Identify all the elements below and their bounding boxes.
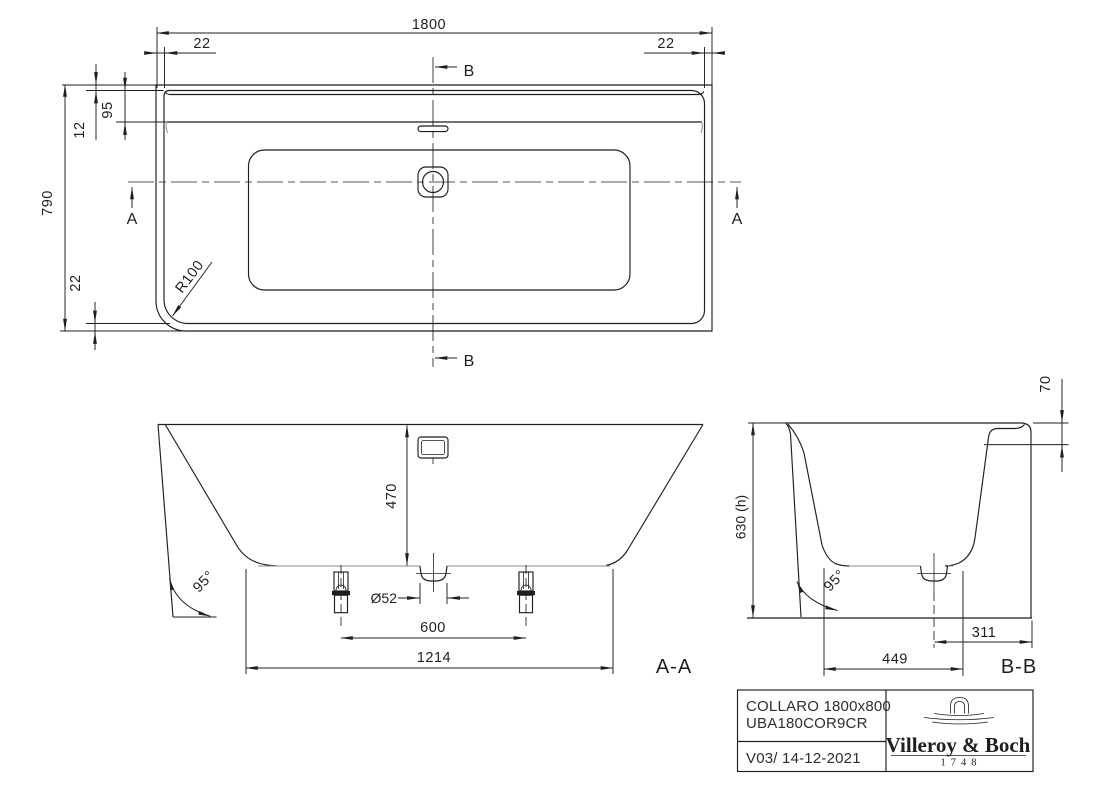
bb-right-wall: [944, 424, 1025, 567]
bb-angle-arc: [796, 580, 838, 611]
aa-angle-label: 95°: [190, 568, 218, 596]
dim-label-630: 630 (h): [733, 495, 749, 539]
deck-end-arc-left: [165, 121, 169, 134]
brand-name: Villeroy & Boch: [886, 733, 1031, 757]
aa-left-wall: [165, 424, 278, 567]
plan-view: 1800 22 22 12 95 790 22: [40, 17, 743, 370]
tub-rim-edge: [163, 89, 706, 325]
section-aa-view: 470 Ø52 600 1214 95° A-A: [157, 423, 704, 678]
aa-right-wall: [605, 424, 704, 567]
revision-date: V03/ 14-12-2021: [746, 750, 861, 767]
tub-outer-contour: [155, 84, 713, 332]
aa-foot-right: [517, 565, 535, 628]
radius-label: R100: [173, 258, 208, 297]
brand-year: 1748: [941, 758, 982, 769]
bb-front-skirt: [785, 423, 802, 618]
article-number: UBA180COR9CR: [746, 715, 868, 732]
dim-label-600: 600: [420, 620, 446, 636]
section-bb-view: 630 (h) 70 311 449 95° B-B: [733, 375, 1069, 678]
section-bb-title: B-B: [1001, 656, 1037, 678]
section-aa-title: A-A: [656, 656, 692, 678]
dim-label-drain-diameter: Ø52: [371, 590, 398, 606]
aa-angle-arc: [169, 577, 211, 617]
dim-label-22-right: 22: [657, 36, 674, 52]
overflow-slot: [417, 125, 449, 133]
dim-label-311: 311: [972, 625, 997, 641]
section-b-label-top: B: [464, 63, 475, 80]
aa-overflow-box-inner: [421, 440, 445, 455]
tub-inner-lip: [164, 91, 705, 96]
deck-end-arc-right: [700, 121, 703, 134]
brand-logo-icon: [923, 697, 995, 725]
title-block-border: [736, 689, 1034, 773]
bb-angle-label: 95°: [821, 567, 849, 595]
bb-left-wall: [787, 423, 850, 567]
section-a-label-left: A: [127, 211, 138, 228]
section-b-label-bottom: B: [464, 353, 475, 370]
dim-label-449: 449: [882, 652, 908, 668]
dim-label-1214: 1214: [417, 650, 451, 666]
section-a-label-right: A: [732, 211, 743, 228]
dim-label-22-left: 22: [193, 36, 210, 52]
dim-label-12: 12: [72, 121, 88, 138]
dim-label-790: 790: [40, 190, 56, 216]
title-block: COLLARO 1800x800 UBA180COR9CR V03/ 14-12…: [736, 689, 1034, 773]
dim-label-70: 70: [1038, 375, 1054, 392]
product-name: COLLARO 1800x800: [746, 698, 891, 715]
radius-leader: [172, 261, 213, 317]
bb-rim-and-back-apron: [785, 422, 1032, 618]
dim-label-95: 95: [100, 101, 116, 118]
dim-label-1800: 1800: [412, 17, 446, 33]
dim-label-470: 470: [384, 483, 400, 509]
aa-foot-left: [332, 565, 350, 628]
dim-label-22-bottom: 22: [68, 274, 84, 291]
basin-outline: [247, 149, 631, 291]
aa-skirt: [157, 424, 174, 618]
